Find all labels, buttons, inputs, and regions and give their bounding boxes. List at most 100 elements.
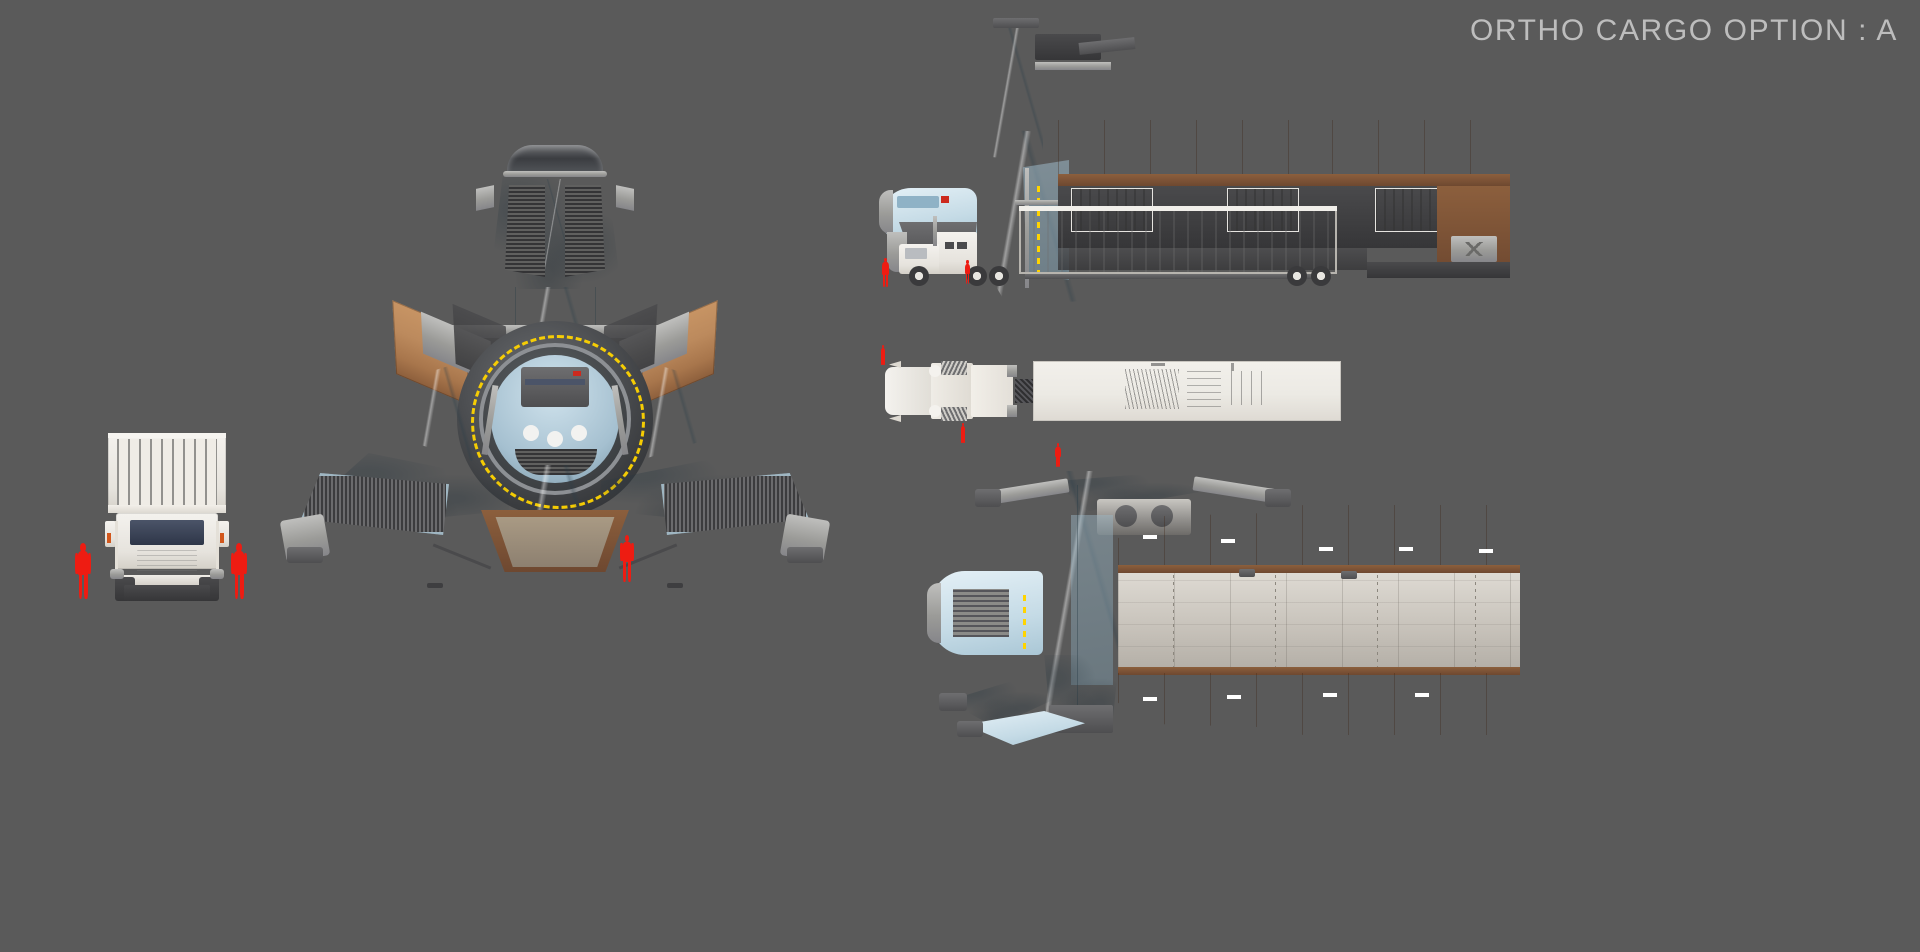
bridge-wing-right bbox=[616, 185, 634, 211]
scale-figure-right bbox=[228, 543, 250, 600]
scale-figure-side-under-cab bbox=[963, 260, 972, 285]
plan-truck-rear-bumper-top bbox=[1007, 365, 1017, 377]
bridge-canopy-rim bbox=[503, 171, 607, 177]
side-truck-cab-window bbox=[905, 248, 927, 259]
plan-cargo-rail-lower-mark-4 bbox=[1415, 693, 1429, 697]
side-truck-trailer bbox=[1019, 206, 1337, 274]
keel-cargo-face bbox=[495, 517, 615, 567]
truck-mirror-left-glass bbox=[107, 533, 111, 543]
truck-box-bottom-rail bbox=[108, 505, 226, 513]
plan-deck-cleat-2 bbox=[1341, 571, 1357, 579]
figure-torso bbox=[882, 262, 889, 275]
plan-ship-nose-rim bbox=[927, 583, 941, 643]
figure-arm-left bbox=[620, 543, 623, 561]
figure-head bbox=[236, 543, 242, 552]
scale-figure-plan-rear bbox=[959, 423, 967, 444]
plan-truck-mirror-top bbox=[889, 361, 901, 368]
engine-lower-grate bbox=[515, 449, 597, 475]
scale-figure-side-left bbox=[880, 258, 891, 287]
view-main-front-ship bbox=[275, 135, 835, 605]
plan-cargo-rail-lower-mark-3 bbox=[1323, 693, 1337, 697]
engine-nozzle-3 bbox=[571, 425, 587, 441]
plan-deck-seam-2 bbox=[1275, 573, 1276, 669]
plan-trailer-marker-1 bbox=[1151, 363, 1165, 366]
figure-torso bbox=[621, 541, 633, 563]
plan-truck-rear-bumper-bottom bbox=[1007, 405, 1017, 417]
arm-lower-right bbox=[597, 435, 831, 605]
plan-cargo-rail-lower-edge bbox=[1118, 667, 1520, 675]
neck-panel-line bbox=[515, 287, 516, 335]
figure-head bbox=[961, 423, 965, 427]
figure-head bbox=[881, 345, 885, 349]
side-truck-steer-wheel bbox=[909, 266, 929, 286]
engine-core-stripe bbox=[525, 379, 585, 385]
plan-ship-flat-deck bbox=[1118, 573, 1520, 669]
plan-truck-machinery-top bbox=[941, 361, 967, 375]
figure-leg-right bbox=[1058, 456, 1061, 468]
figure-leg-right bbox=[883, 356, 885, 366]
plan-cargo-rail-upper-edge bbox=[1118, 565, 1520, 573]
figure-leg-left bbox=[78, 573, 83, 600]
plan-truck-machinery-bottom bbox=[941, 407, 967, 421]
docking-ring-marking bbox=[471, 335, 645, 509]
side-mast-equipment-rail bbox=[1035, 62, 1111, 70]
view-ship-plan bbox=[875, 443, 1520, 745]
side-trailer-wheel-2 bbox=[1311, 266, 1331, 286]
figure-head bbox=[624, 535, 630, 543]
plan-cargo-rail-upper-mark-5 bbox=[1479, 549, 1493, 553]
truck-mirror-right-glass bbox=[220, 533, 224, 543]
side-cockpit-window bbox=[897, 196, 939, 208]
figure-head bbox=[884, 258, 887, 263]
truck-fuel-tank-right bbox=[210, 569, 224, 579]
plan-cargo-rail-upper-mark-2 bbox=[1221, 539, 1235, 543]
plan-trailer bbox=[1033, 361, 1341, 421]
plan-cargo-rail-upper bbox=[1118, 505, 1520, 569]
plan-ship-spine-panel-line bbox=[1077, 485, 1078, 705]
bridge-vent-left bbox=[505, 185, 545, 277]
plan-ship-aft-fin-tip bbox=[957, 721, 983, 737]
plan-cargo-rail-lower bbox=[1118, 673, 1520, 735]
truck-mirror-arm-left bbox=[115, 521, 118, 569]
figure-head bbox=[80, 543, 86, 552]
plan-truck-sleeper bbox=[971, 365, 1013, 417]
side-cockpit-rim bbox=[879, 190, 893, 234]
truck-rear-wheels bbox=[124, 585, 210, 601]
side-cockpit-warn-light bbox=[941, 196, 949, 203]
scale-figure-left bbox=[72, 543, 94, 600]
side-truck-trailer-frame bbox=[1025, 274, 1331, 279]
figure-leg-left bbox=[234, 573, 239, 600]
figure-leg-left bbox=[883, 273, 886, 287]
figure-head bbox=[966, 260, 969, 264]
plan-trailer-decal-left bbox=[1125, 369, 1179, 409]
side-dorsal-mast bbox=[985, 22, 1043, 162]
plan-ship-outrigger-right-tip bbox=[1265, 489, 1291, 507]
side-container-3 bbox=[1375, 188, 1447, 232]
plan-cargo-rail-upper-mark-4 bbox=[1399, 547, 1413, 551]
side-hull-horizontal-rail bbox=[1015, 200, 1061, 205]
scale-figure-plan-front bbox=[879, 345, 887, 366]
arm-lower-left-foot bbox=[287, 547, 323, 563]
engine-nozzle-1 bbox=[523, 425, 539, 441]
plan-cargo-rail-upper-mark-3 bbox=[1319, 547, 1333, 551]
figure-arm-right bbox=[88, 552, 92, 574]
plan-truck-coupling bbox=[1015, 379, 1033, 403]
scale-figure-ship-plan bbox=[1053, 443, 1063, 468]
figure-leg-right bbox=[967, 273, 970, 285]
truck-grille bbox=[137, 548, 197, 576]
plan-ship-bow-machinery bbox=[1097, 499, 1191, 535]
figure-leg-right bbox=[83, 573, 88, 600]
figure-arm-right bbox=[631, 543, 634, 561]
figure-leg-right bbox=[627, 560, 631, 582]
figure-torso bbox=[232, 551, 246, 576]
plan-truck-fifth-wheel-top bbox=[929, 365, 941, 377]
bridge-wing-left bbox=[476, 185, 494, 211]
side-stern-base bbox=[1367, 262, 1510, 278]
plan-deck-seam-1 bbox=[1173, 573, 1174, 669]
figure-leg-right bbox=[963, 434, 965, 444]
figure-torso bbox=[964, 263, 971, 275]
scale-figure-ship-front bbox=[618, 535, 636, 582]
figure-leg-left bbox=[881, 356, 883, 366]
plan-ship-spine-shade bbox=[1071, 515, 1113, 685]
engine-core-warn-light bbox=[573, 371, 581, 376]
landing-pad-left bbox=[427, 583, 443, 588]
